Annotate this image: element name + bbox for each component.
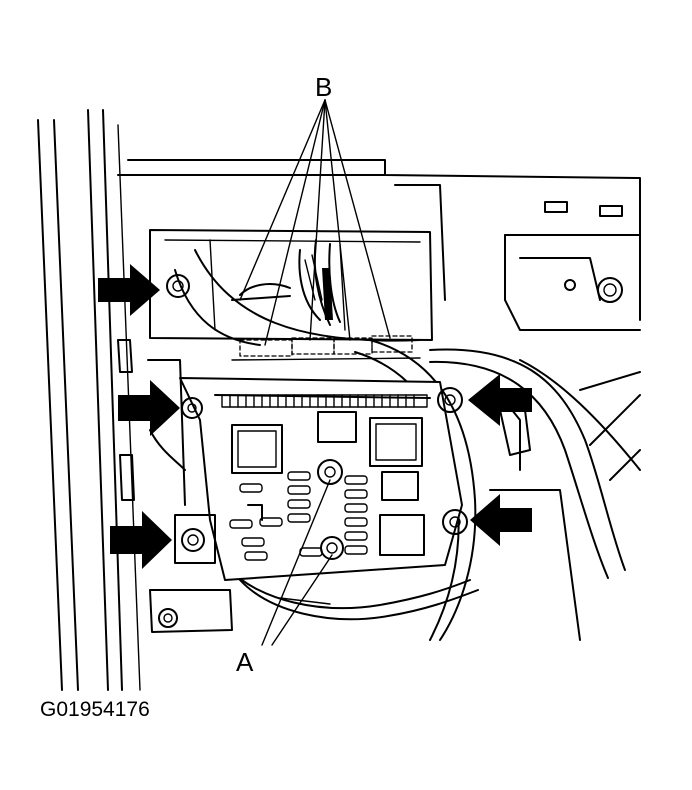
figure-id: G01954176 [40,698,150,721]
leader-lines [239,99,391,646]
arrow-left-middle [118,380,180,436]
arrow-left-top [98,264,160,316]
pointer-arrows [98,264,532,569]
fuse-box-nuts [317,459,344,560]
upper-housing [149,229,433,346]
callout-b: B [315,72,332,102]
bracket-bolt [597,277,623,303]
callout-a: A [236,647,254,677]
arrow-left-bottom [110,511,172,569]
mounting-bolts [158,274,468,628]
arrow-right-top [468,374,532,426]
arrow-right-bottom [470,494,532,546]
connector-outlines [231,335,421,361]
dashboard-frame [117,159,641,331]
side-bracket [117,339,233,633]
